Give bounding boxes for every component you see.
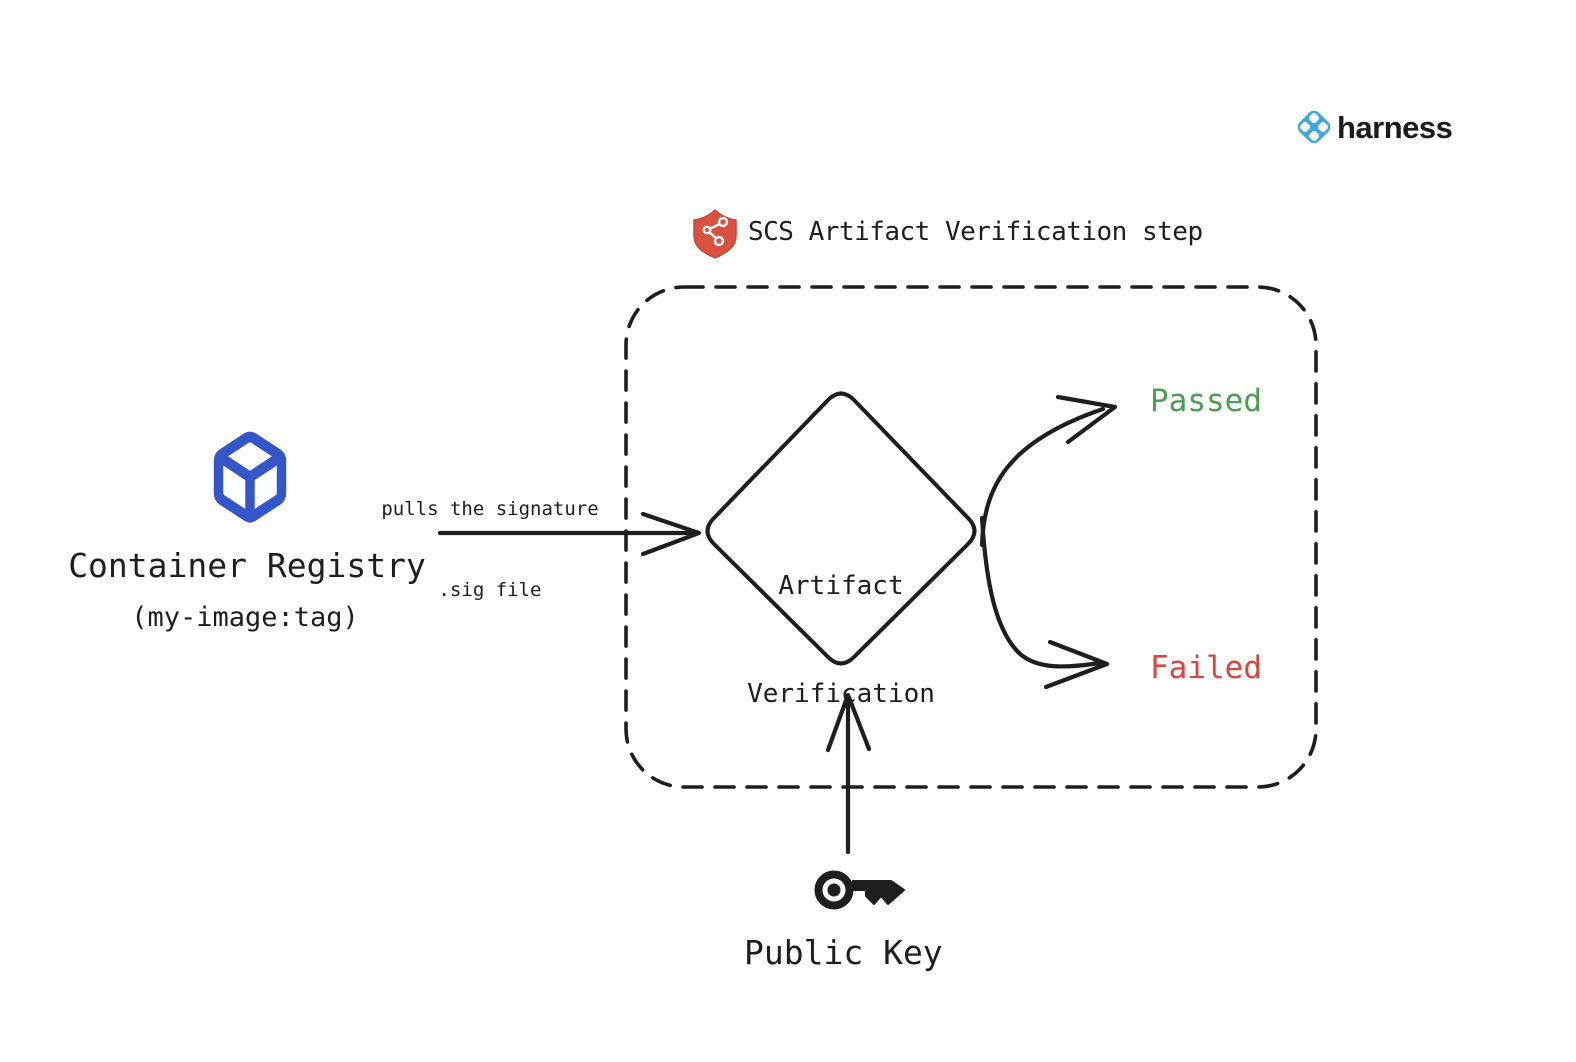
- public-key-arrow: [825, 692, 872, 855]
- pull-arrow-label: pulls the signature .sig file: [340, 442, 640, 658]
- step-boundary-box: [624, 285, 1318, 789]
- public-key-label: Public Key: [744, 933, 943, 972]
- shield-network-icon: [693, 209, 737, 259]
- cube-icon: [213, 431, 287, 523]
- decision-diamond: [705, 391, 977, 666]
- registry-subtitle: (my-image:tag): [131, 602, 359, 633]
- pull-arrow: [437, 511, 702, 557]
- decision-label-line1: Artifact: [778, 571, 904, 601]
- pull-arrow-label-line1: pulls the signature: [381, 498, 599, 520]
- key-icon: [814, 870, 905, 910]
- pull-arrow-label-line2: .sig file: [438, 579, 542, 601]
- harness-logo-icon: [1297, 110, 1331, 144]
- harness-wordmark: harness: [1337, 110, 1453, 145]
- registry-title: Container Registry: [68, 546, 426, 585]
- outcome-passed-label: Passed: [1150, 383, 1262, 419]
- step-title: SCS Artifact Verification step: [748, 217, 1203, 247]
- decision-label-line2: Verification: [747, 679, 935, 709]
- passed-arrow: [979, 394, 1118, 548]
- failed-arrow: [979, 515, 1110, 690]
- decision-label: Artifact Verification: [691, 496, 991, 784]
- outcome-failed-label: Failed: [1150, 650, 1262, 686]
